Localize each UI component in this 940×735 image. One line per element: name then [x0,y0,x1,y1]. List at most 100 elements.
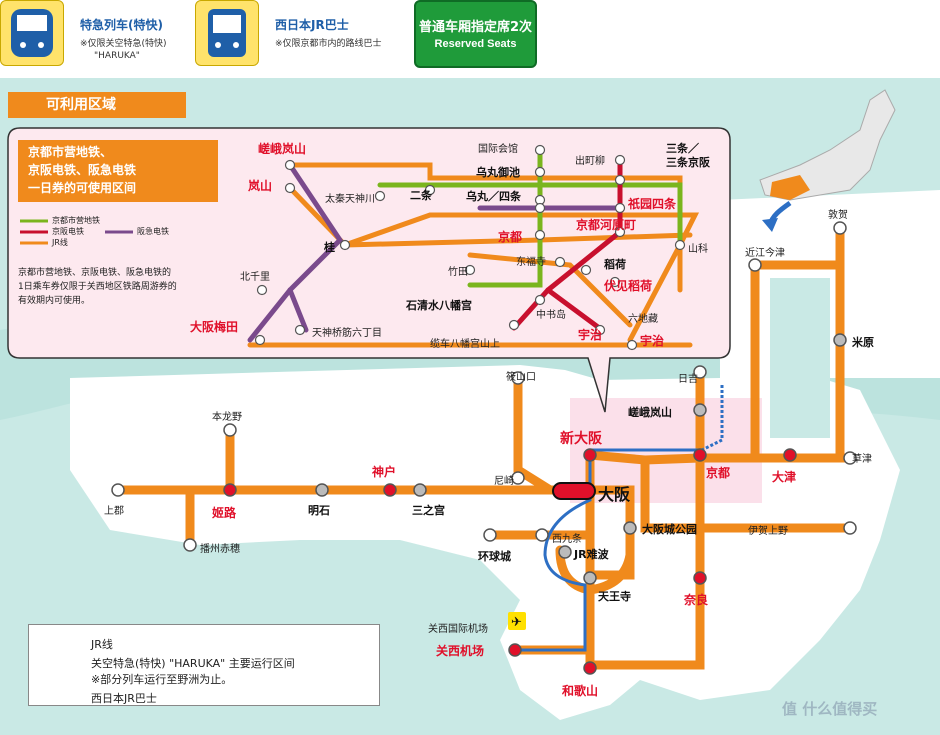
reserved-badge-en: Reserved Seats [434,38,517,50]
station-tsuruga: 敦贺 [828,210,848,221]
airplane-icon: ✈ [511,615,522,630]
legend-jr-line: JR线 [91,638,113,651]
station-akashi: 明石 [308,504,330,517]
station-jr-namba: JR难波 [574,548,609,561]
inset-title-line: 京都市营地铁、 [28,145,113,159]
inset-station-dots [254,144,686,351]
train-icon [0,0,64,66]
haruka-note-line2: "HARUKA" [94,51,140,61]
station-sasayamaguchi: 筱山口 [506,372,536,383]
station-cable-hachimangu: 缆车八幡宫山上 [430,339,500,350]
station-osaka: 大阪 [598,485,631,504]
station-universal-city: 环球城 [478,550,511,563]
station-gion-shijo: 祇园四条 [628,197,677,211]
station-otsu: 大津 [772,470,797,484]
station-kusatsu: 草津 [852,454,872,465]
station-nara: 奈良 [684,593,709,607]
station-kita-senri: 北千里 [240,272,270,283]
inset-legend-swatches [20,219,133,245]
station-rokujizo: 六地藏 [628,314,658,325]
station-uzumasa: 太秦天神川 [325,194,375,205]
inset-lines [247,147,700,348]
station-sanjo-line2: 三条京阪 [666,156,710,169]
inset-title: 京都市营地铁、 京阪电铁、阪急电铁 一日券的可使用区间 [18,140,218,202]
station-maibara: 米原 [852,336,874,349]
bus-title: 西日本JR巴士 [275,18,349,32]
watermark: 值 什么值得买 [782,700,878,718]
station-arashiyama: 岚山 [248,179,273,193]
station-hongu: 本龙野 [212,412,242,423]
legend-jr: JR线 [52,238,68,247]
station-iga-ueno: 伊贺上野 [748,526,788,537]
station-karasuma-shijo: 乌丸／四条 [466,190,521,203]
haruka-line [520,448,700,652]
station-iwashimizu: 石清水八幡宫 [406,299,472,312]
legend-haruka-note: ※部分列车运行至野洲为止。 [91,673,233,686]
station-nishikujo: 西九条 [552,534,582,545]
reserved-badge-zh: 普通车厢指定席2次 [418,20,533,35]
inset-title-line: 一日券的可使用区间 [28,181,137,195]
station-shin-osaka: 新大阪 [560,431,602,447]
haruka-title: 特急列车(特快) [80,18,163,32]
station-kamigori: 上郡 [104,506,124,517]
station-kyoto-kawaramachi: 京都河原町 [576,218,637,232]
station-saga-arashiyama-inset: 嵯峨岚山 [258,142,307,156]
legend-keihan: 京阪电铁 [52,227,84,236]
japan-highlight [770,175,810,200]
map-legend: JR线 关空特急(特快) "HARUKA" 主要运行区间 ※部分列车运行至野洲为… [28,624,380,706]
inset-title-line: 京阪电铁、阪急电铁 [28,163,137,177]
legend-haruka: 关空特急(特快) "HARUKA" 主要运行区间 [91,657,295,670]
station-kix-label: 关西国际机场 [428,624,488,635]
jr-lines [113,223,855,673]
legend-subway: 京都市营地铁 [52,216,100,225]
osaka-marker [552,482,596,500]
station-kyoto: 京都 [706,466,731,480]
station-omi-shiotsu: 近江今津 [745,248,785,259]
station-demachiyanagi: 出町柳 [575,156,605,167]
station-uji-keihan: 宇治 [578,328,603,342]
station-himeji: 姬路 [212,506,237,520]
pointer-arrowhead [762,218,778,232]
station-dots [111,221,857,675]
station-takeda: 竹田 [448,267,468,278]
legend-hankyu: 阪急电铁 [137,227,169,236]
station-fushimi-inari: 伏见稻荷 [604,279,653,293]
inset-note: 京都市营地铁、京阪电铁、阪急电铁的 1日乘车券仅限于关西地区铁路周游券的 有效期… [18,266,228,308]
station-inari: 稻荷 [604,258,626,271]
station-hiyoshi: 日吉 [678,374,698,385]
inset-note-line: 有效期内可使用。 [18,296,91,306]
station-tennoji: 天王寺 [598,590,631,603]
station-kobe: 神户 [372,465,397,479]
station-katsura: 桂 [324,241,335,254]
bus-icon [195,0,259,66]
bus-line [701,385,724,452]
station-tenjinbashi: 天神桥筋六丁目 [312,328,382,339]
inset-note-line: 京都市营地铁、京阪电铁、阪急电铁的 [18,268,172,278]
station-saga-arashiyama: 嵯峨岚山 [628,406,672,419]
legend-bus: 西日本JR巴士 [91,692,157,705]
station-kokusaikaikan: 国际会馆 [478,144,518,155]
airport-marker [508,612,526,630]
japan-outline [759,89,896,201]
station-yamashina: 山科 [688,244,708,255]
station-kyoto-inset: 京都 [498,230,523,244]
section-title: 可利用区域 [8,92,186,118]
bus-note: ※仅限京都市内的路线巴士 [275,39,382,49]
station-sanjo-line1: 三条／ [666,142,699,155]
station-karasuma-oike: 乌丸御池 [476,166,520,179]
station-nijo: 二条 [410,189,432,202]
station-wakayama: 和歌山 [562,684,599,698]
station-kansai-airport: 关西机场 [436,644,485,658]
lake-biwa [770,278,830,438]
haruka-note: ※仅限关空特急(特快) "HARUKA" [80,38,167,62]
station-tofukuji: 东福寺 [516,257,546,268]
station-chushojima: 中书岛 [536,310,566,321]
station-osakajokoen: 大阪城公园 [642,523,697,536]
station-uji-jr: 宇治 [640,334,665,348]
station-amagasaki: 尼崎 [494,476,514,487]
station-osaka-umeda: 大阪梅田 [190,320,239,334]
station-sannomiya: 三之宫 [412,504,445,517]
inset-note-line: 1日乘车券仅限于关西地区铁路周游券的 [18,282,177,292]
